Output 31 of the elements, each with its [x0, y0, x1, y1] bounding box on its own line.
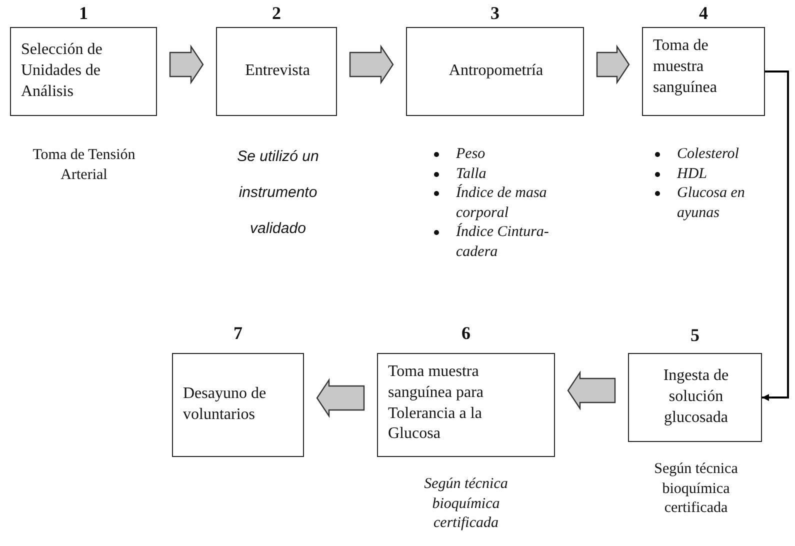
step-label: Entrevista — [245, 61, 310, 82]
step-number: 2 — [271, 4, 282, 22]
block-arrow — [567, 370, 616, 410]
step-label: Toma muestra sanguínea para Tolerancia a la Glucosa — [388, 362, 485, 444]
bullet-text: Índice de masa corporal — [456, 185, 547, 220]
step-label: Antropometría — [448, 61, 544, 82]
bullet-text: HDL — [677, 166, 708, 182]
step-number: 5 — [690, 326, 700, 344]
step-number: 7 — [232, 324, 244, 342]
step-number: 4 — [698, 4, 709, 22]
step-label: Toma de muestra sanguínea — [653, 36, 718, 98]
step-number: 6 — [460, 324, 472, 342]
bullet-text: Peso — [456, 146, 486, 162]
block-arrow — [596, 44, 630, 84]
connector-arrow — [762, 70, 789, 401]
bullet-text: Colesterol — [677, 146, 739, 162]
step-number: 1 — [78, 4, 89, 22]
bullet-text: Glucosa en ayunas — [677, 185, 745, 220]
block-arrow — [169, 44, 204, 84]
bullet-text: Talla — [456, 166, 486, 182]
step-label: Ingesta de solución glucosada — [662, 366, 730, 428]
step-note: Según técnica bioquímica certificada — [653, 460, 739, 518]
step-note: Se utilizó un instrumento validado — [236, 147, 320, 239]
bullet-text: Índice Cintura-cadera — [456, 224, 549, 260]
step-note: Según técnica bioquímica certificada — [423, 475, 509, 533]
step-number: 3 — [490, 4, 500, 22]
step-label: Selección de Unidades de Análisis — [21, 40, 104, 102]
step-label: Desayuno de voluntarios — [183, 384, 268, 425]
block-arrow — [349, 44, 394, 84]
block-arrow — [316, 378, 365, 418]
step-note: Toma de Tensión Arterial — [32, 146, 136, 184]
